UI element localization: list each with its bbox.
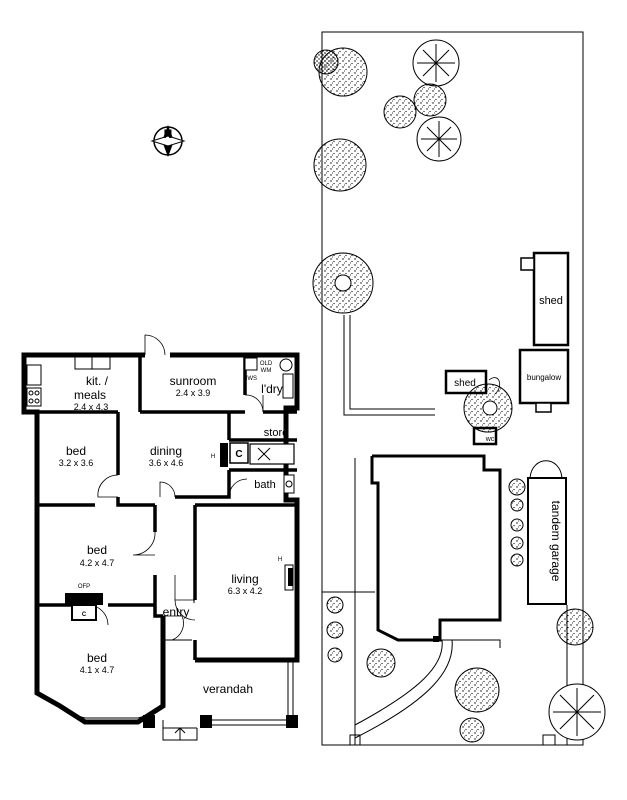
svg-text:H: H	[278, 557, 282, 563]
room-kitchen-dims: 2.4 x 4.3	[74, 402, 109, 412]
shed-large	[532, 251, 570, 347]
room-sunroom-name: sunroom	[170, 374, 217, 388]
room-living-dims: 6.3 x 4.2	[228, 586, 263, 596]
bungalow	[518, 348, 570, 405]
room-entry-name: entry	[163, 605, 190, 619]
hws-label: HWS	[243, 376, 257, 382]
trees	[312, 39, 606, 743]
chimney-c-label: C	[235, 449, 242, 460]
room-store-name: store	[264, 427, 288, 439]
wm-label: WM	[261, 368, 272, 374]
room-bed1-name: bed	[66, 444, 86, 458]
house-plan: OLD WM HWS C H H C OFP kit. / meals 2.4 …	[21, 334, 300, 741]
room-living-name: living	[231, 572, 258, 586]
room-bath-name: bath	[254, 479, 275, 491]
north-arrow-icon: N	[150, 125, 186, 157]
room-bed2-dims: 4.2 x 4.7	[80, 558, 115, 568]
room-kitchen-name: kit. /	[86, 374, 109, 388]
wc-label: wc	[485, 436, 495, 443]
footpath	[354, 639, 443, 726]
garage-label: tandem garage	[549, 501, 563, 582]
svg-text:C: C	[82, 612, 87, 618]
garden-path	[343, 315, 435, 416]
old-label: OLD	[260, 361, 273, 367]
room-sunroom-dims: 2.4 x 3.9	[176, 388, 211, 398]
room-bed3-dims: 4.1 x 4.7	[80, 665, 115, 675]
room-verandah-name: verandah	[203, 682, 253, 696]
outer-wall	[21, 352, 166, 725]
house-footprint	[370, 454, 502, 642]
room-dining-dims: 3.6 x 4.6	[149, 458, 184, 468]
shed-small-label: shed	[454, 378, 476, 389]
heater-h-label: H	[211, 454, 215, 460]
tandem-garage	[527, 477, 567, 605]
room-dining-name: dining	[150, 444, 182, 458]
room-bed3-name: bed	[87, 651, 107, 665]
room-bed1-dims: 3.2 x 3.6	[59, 458, 94, 468]
room-bed2-name: bed	[87, 543, 107, 557]
room-laundry-name: l'dry	[261, 382, 283, 396]
bungalow-label: bungalow	[527, 373, 561, 382]
ofp-label: OFP	[78, 584, 90, 590]
room-kitchen-name2: meals	[74, 388, 106, 402]
site-plan: tandem garage shed bungalow shed wc	[312, 31, 606, 746]
north-label: N	[164, 127, 173, 141]
shed-large-label: shed	[539, 295, 563, 307]
site-boundary	[321, 31, 584, 746]
